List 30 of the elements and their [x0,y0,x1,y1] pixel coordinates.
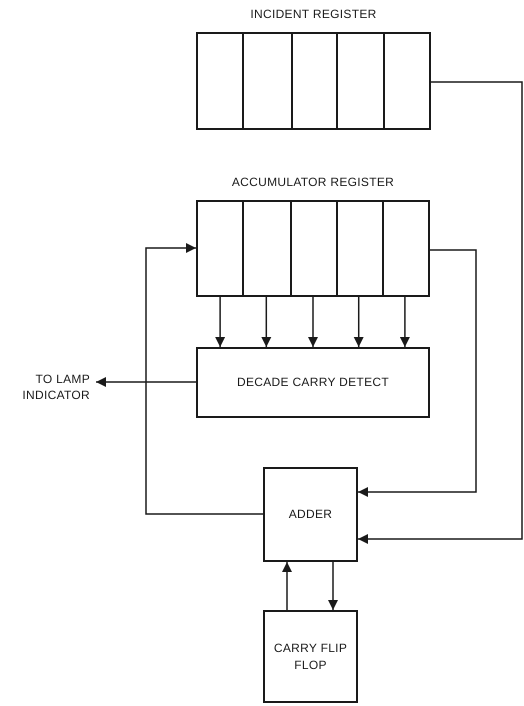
process-box [196,347,430,418]
arrow [215,297,226,347]
arrow [96,377,196,387]
register-cell [382,200,430,297]
register-cell [382,32,431,130]
register-title: INCIDENT REGISTER [249,6,378,22]
arrow [261,297,272,347]
arrow [358,249,477,497]
process-box [263,467,358,562]
register-title: ACCUMULATOR REGISTER [230,174,396,190]
register-cell [336,32,385,130]
arrow [354,297,364,347]
arrow [400,297,410,347]
arrow [358,81,523,544]
block-label: CARRY FLIP FLOP [272,640,348,673]
arrow [308,297,318,347]
register-cell [290,32,338,130]
register-cell [336,200,384,297]
arrow [328,562,338,610]
block-label: DECADE CARRY DETECT [236,374,390,391]
register-cell [242,200,292,297]
register-cell [196,32,244,130]
output-label: TO LAMP INDICATOR [4,371,90,405]
register-cell [290,200,338,297]
register-cell [242,32,293,130]
block-label: ADDER [288,506,334,523]
arrow [282,562,292,610]
process-box [263,610,358,703]
arrow [145,243,263,515]
register-cell [196,200,244,297]
